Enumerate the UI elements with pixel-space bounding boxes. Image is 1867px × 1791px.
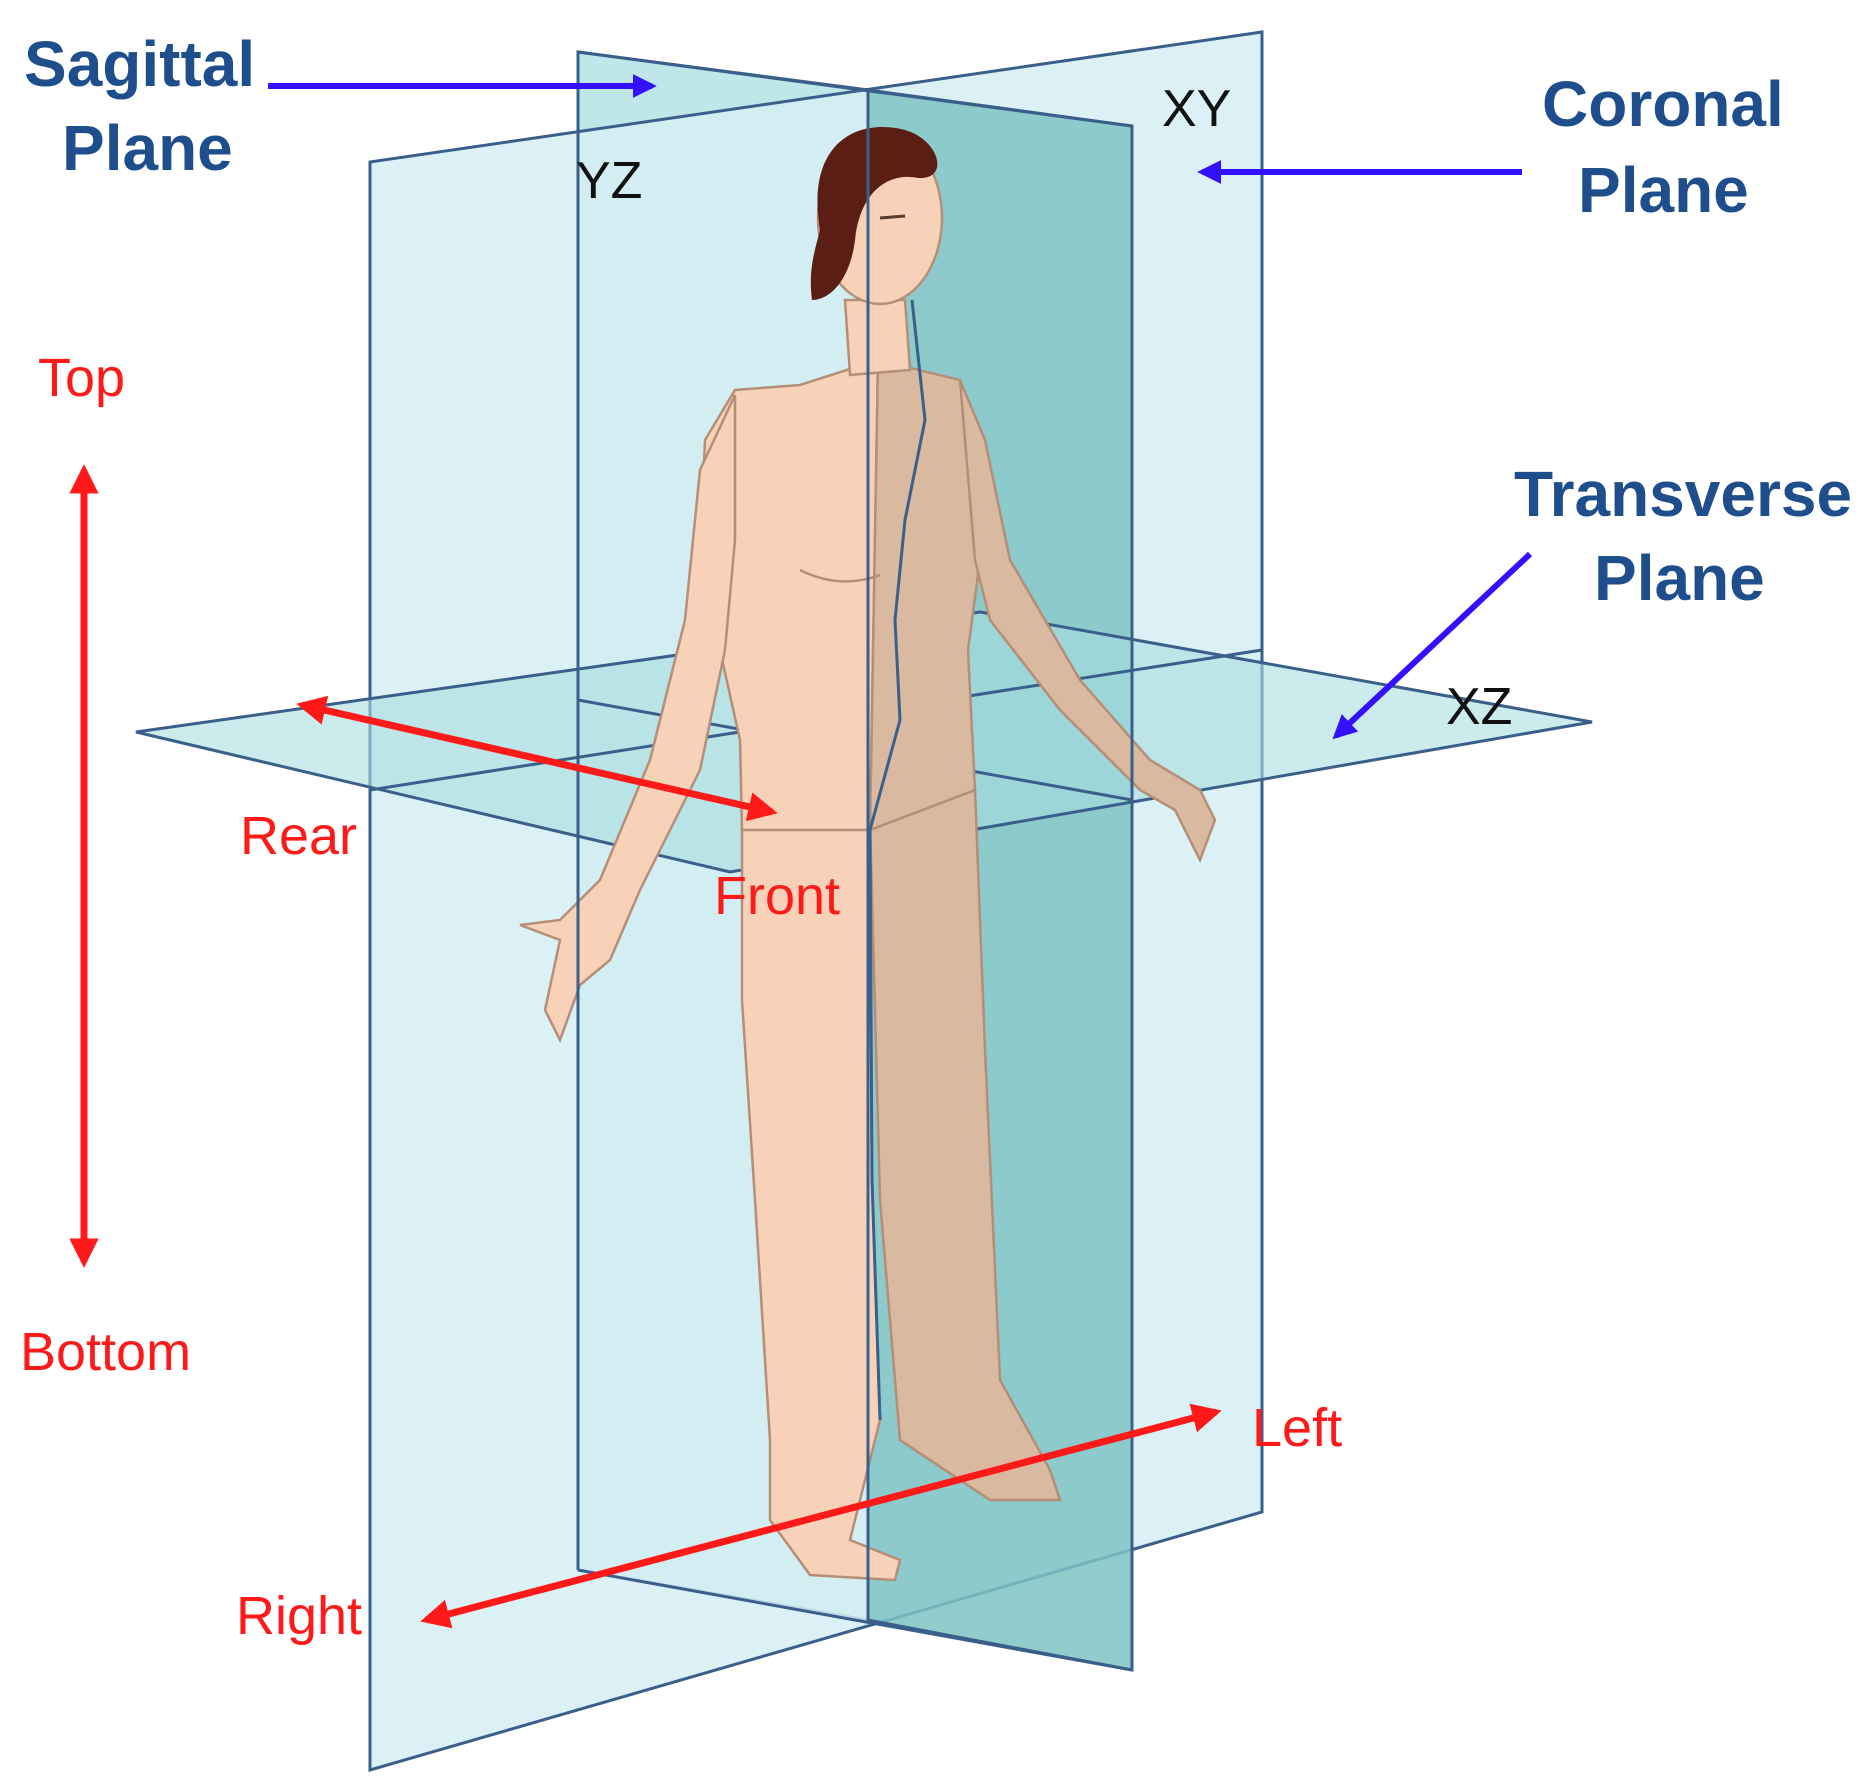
- sagittal-label-line1: Sagittal: [24, 28, 255, 100]
- chest-line: [799, 568, 881, 583]
- front-label: Front: [714, 866, 840, 926]
- sagittal-code: YZ: [576, 152, 642, 210]
- eye: [879, 214, 906, 220]
- rear-front-double-arrow-icon: [296, 695, 778, 822]
- figure-midline: [868, 299, 927, 1421]
- transverse-label-line2: Plane: [1594, 542, 1765, 614]
- top-label: Top: [38, 348, 125, 408]
- transverse-pointer-arrow-icon: [1332, 551, 1533, 740]
- right-left-double-arrow-icon: [420, 1403, 1222, 1629]
- human-figure-icon: [519, 126, 1217, 1582]
- sagittal-top-edge: [577, 50, 1133, 128]
- left-label: Left: [1252, 1398, 1342, 1458]
- coronal-label-line2: Plane: [1578, 154, 1749, 226]
- rear-label: Rear: [240, 806, 357, 866]
- arm-left: [958, 379, 1217, 864]
- bottom-label: Bottom: [20, 1322, 191, 1382]
- sagittal-label-line2: Plane: [62, 112, 233, 184]
- transverse-code: XZ: [1446, 678, 1512, 736]
- neck: [843, 298, 912, 377]
- right-label: Right: [236, 1586, 362, 1646]
- coronal-code: XY: [1162, 80, 1231, 138]
- hair: [810, 126, 938, 300]
- transverse-label-line1: Transverse: [1514, 458, 1852, 530]
- coronal-label-line1: Coronal: [1542, 68, 1784, 140]
